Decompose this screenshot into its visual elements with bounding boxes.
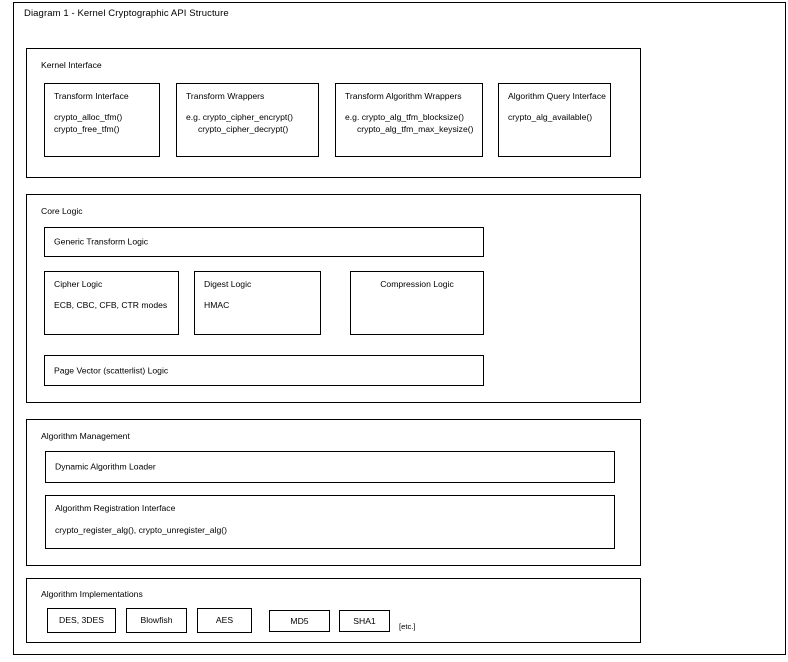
layer-algorithm-implementations: Algorithm Implementations DES, 3DES Blow… xyxy=(26,578,641,643)
page-title: Diagram 1 - Kernel Cryptographic API Str… xyxy=(24,8,229,19)
layer-title-kernel-interface: Kernel Interface xyxy=(41,60,102,70)
box-body-digest-logic: HMAC xyxy=(204,300,230,310)
box-compression-logic: Compression Logic xyxy=(350,271,484,335)
box-body-transform-interface: crypto_alloc_tfm() crypto_free_tfm() xyxy=(54,112,123,134)
box-title-algorithm-registration-interface: Algorithm Registration Interface xyxy=(55,503,176,513)
box-body-algorithm-query-interface: crypto_alg_available() xyxy=(508,112,593,122)
layer-core-logic: Core Logic Generic Transform Logic Ciphe… xyxy=(26,194,641,403)
chip-sha1: SHA1 xyxy=(339,610,390,632)
box-body-transform-algorithm-wrappers: e.g. crypto_alg_tfm_blocksize() crypto_a… xyxy=(345,112,474,134)
box-title-dynamic-algorithm-loader: Dynamic Algorithm Loader xyxy=(55,461,156,472)
box-title-transform-algorithm-wrappers: Transform Algorithm Wrappers xyxy=(345,91,462,101)
chip-md5: MD5 xyxy=(269,610,330,632)
box-title-generic-transform-logic: Generic Transform Logic xyxy=(54,236,149,247)
box-page-vector-logic: Page Vector (scatterlist) Logic xyxy=(44,355,484,386)
box-transform-algorithm-wrappers: Transform Algorithm Wrappers e.g. crypto… xyxy=(335,83,483,157)
box-title-transform-interface: Transform Interface xyxy=(54,91,129,101)
chip-des-3des: DES, 3DES xyxy=(47,608,116,633)
box-title-digest-logic: Digest Logic xyxy=(204,279,252,289)
box-title-compression-logic: Compression Logic xyxy=(380,279,454,289)
box-algorithm-query-interface: Algorithm Query Interface crypto_alg_ava… xyxy=(498,83,611,157)
chip-blowfish: Blowfish xyxy=(126,608,187,633)
box-digest-logic: Digest Logic HMAC xyxy=(194,271,321,335)
layer-algorithm-management: Algorithm Management Dynamic Algorithm L… xyxy=(26,419,641,566)
box-title-algorithm-query-interface: Algorithm Query Interface xyxy=(508,91,606,101)
etc-note: [etc.] xyxy=(399,622,416,631)
box-body-cipher-logic: ECB, CBC, CFB, CTR modes xyxy=(54,300,168,310)
layer-title-algorithm-implementations: Algorithm Implementations xyxy=(41,589,143,599)
box-transform-interface: Transform Interface crypto_alloc_tfm() c… xyxy=(44,83,160,157)
box-generic-transform-logic: Generic Transform Logic xyxy=(44,227,484,257)
box-body-algorithm-registration-interface: crypto_register_alg(), crypto_unregister… xyxy=(55,525,227,535)
layer-kernel-interface: Kernel Interface Transform Interface cry… xyxy=(26,48,641,178)
chip-aes: AES xyxy=(197,608,252,633)
box-body-transform-wrappers: e.g. crypto_cipher_encrypt() crypto_ciph… xyxy=(186,112,293,134)
box-cipher-logic: Cipher Logic ECB, CBC, CFB, CTR modes xyxy=(44,271,179,335)
box-dynamic-algorithm-loader: Dynamic Algorithm Loader xyxy=(45,451,615,483)
box-title-page-vector-logic: Page Vector (scatterlist) Logic xyxy=(54,365,169,375)
layer-title-core-logic: Core Logic xyxy=(41,206,83,216)
box-title-transform-wrappers: Transform Wrappers xyxy=(186,91,265,101)
box-title-cipher-logic: Cipher Logic xyxy=(54,279,103,289)
box-algorithm-registration-interface: Algorithm Registration Interface crypto_… xyxy=(45,495,615,549)
layer-title-algorithm-management: Algorithm Management xyxy=(41,431,130,441)
box-transform-wrappers: Transform Wrappers e.g. crypto_cipher_en… xyxy=(176,83,319,157)
